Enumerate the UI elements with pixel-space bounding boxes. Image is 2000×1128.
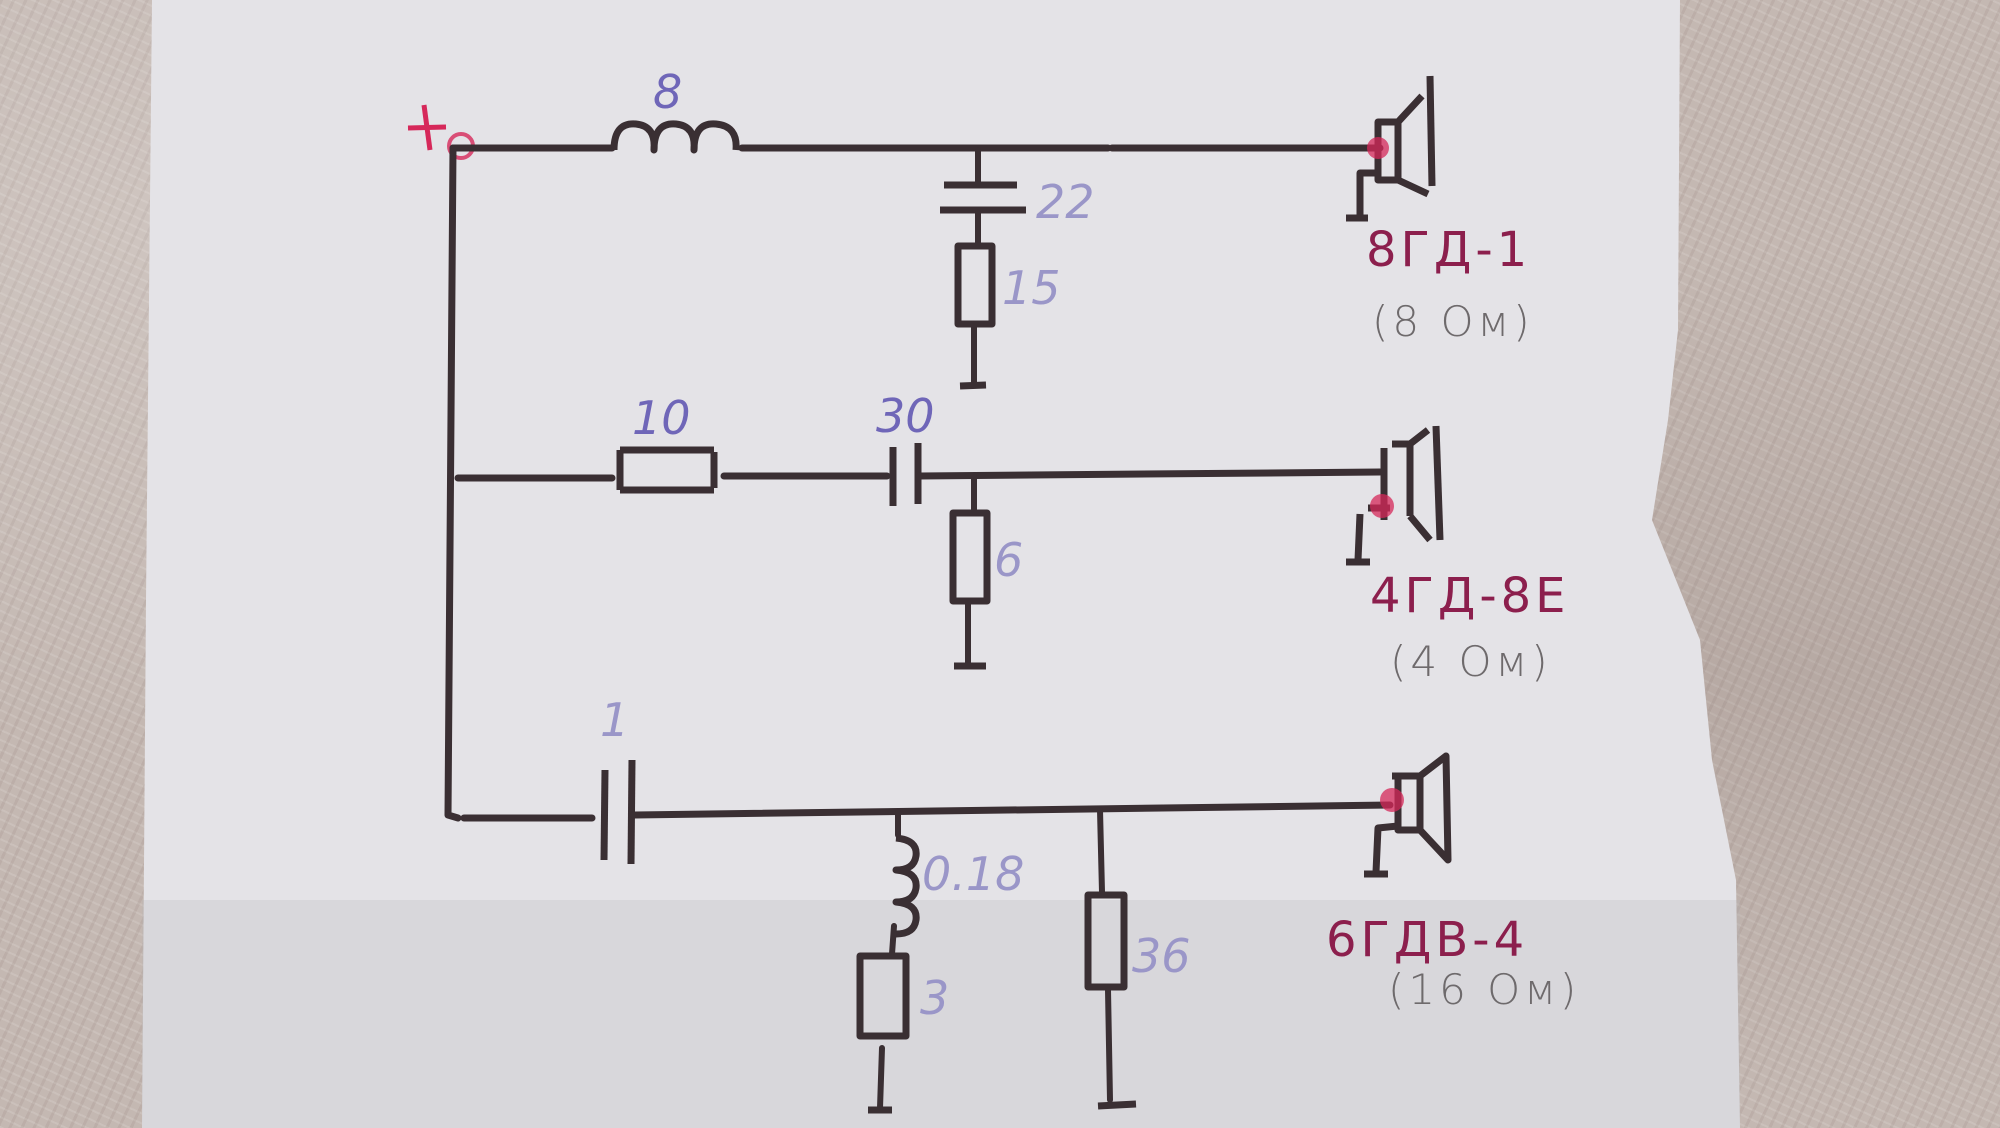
treble-shunt-resistor-label: 36 — [1132, 929, 1191, 983]
wire-segment — [1097, 807, 1105, 895]
treble-speaker — [1364, 752, 1452, 878]
treble-branch — [460, 752, 1452, 1114]
speaker-diaphragm — [1426, 75, 1436, 187]
treble-series-capacitor-plate — [600, 769, 609, 861]
speaker-ground-lead — [1356, 169, 1378, 216]
bass-inductor-label: 8 — [653, 65, 682, 119]
treble-speaker-model: 6ГДВ-4 — [1326, 912, 1528, 968]
speaker-diaphragm — [1432, 425, 1444, 541]
wire-segment — [877, 1045, 885, 1111]
speaker-terminal-dot — [1370, 494, 1394, 518]
mid-speaker — [1346, 425, 1444, 566]
treble-series-resistor-label: 3 — [920, 971, 949, 1025]
treble-shunt-inductor — [892, 834, 920, 938]
speaker-ground-lead — [1354, 513, 1364, 561]
bass-branch — [449, 75, 1436, 390]
mid-resistor-shunt-label: 6 — [994, 533, 1023, 587]
main-bus-wire — [444, 144, 462, 822]
bass-series-inductor — [610, 120, 740, 154]
mid-speaker-model: 4ГД-8Е — [1370, 568, 1570, 624]
speaker-cone — [1417, 752, 1452, 864]
speaker-cone-edge — [1407, 427, 1433, 543]
treble-inductor-label: 0.18 — [922, 847, 1024, 901]
wire-segment — [1105, 987, 1113, 1103]
treble-series-capacitor-plate — [627, 759, 636, 865]
speaker-terminal-dot — [1367, 137, 1389, 159]
paper-shadow — [142, 900, 1740, 1128]
speaker-cone — [1395, 93, 1430, 198]
wire-segment — [916, 468, 1384, 480]
wire-segment — [889, 923, 897, 957]
treble-speaker-impedance: (16 Ом) — [1388, 965, 1580, 1014]
paper-sheet — [142, 0, 1740, 1128]
ground-symbol — [1097, 1100, 1137, 1110]
treble-shunt-resistor — [1084, 891, 1128, 991]
bass-speaker — [1346, 75, 1436, 222]
plus-sign-vertical — [421, 104, 433, 151]
speaker-terminal-dot — [1380, 788, 1404, 812]
wire-segment — [630, 801, 1394, 819]
bass-capacitor-label: 22 — [1036, 175, 1095, 229]
ground-symbol — [959, 381, 987, 390]
bass-resistor-label: 15 — [1002, 261, 1061, 315]
mid-capacitor-label: 30 — [876, 389, 935, 443]
treble-shunt-series-resistor — [856, 952, 910, 1040]
bass-speaker-model: 8ГД-1 — [1366, 222, 1531, 278]
mid-resistor-label: 10 — [632, 391, 691, 445]
mid-series-resistor — [616, 446, 718, 494]
bass-speaker-impedance: (8 Ом) — [1372, 297, 1534, 346]
mid-branch — [454, 425, 1444, 670]
treble-capacitor-label: 1 — [600, 693, 629, 747]
mid-speaker-impedance: (4 Ом) — [1390, 637, 1552, 686]
speaker-ground-lead — [1372, 822, 1399, 873]
